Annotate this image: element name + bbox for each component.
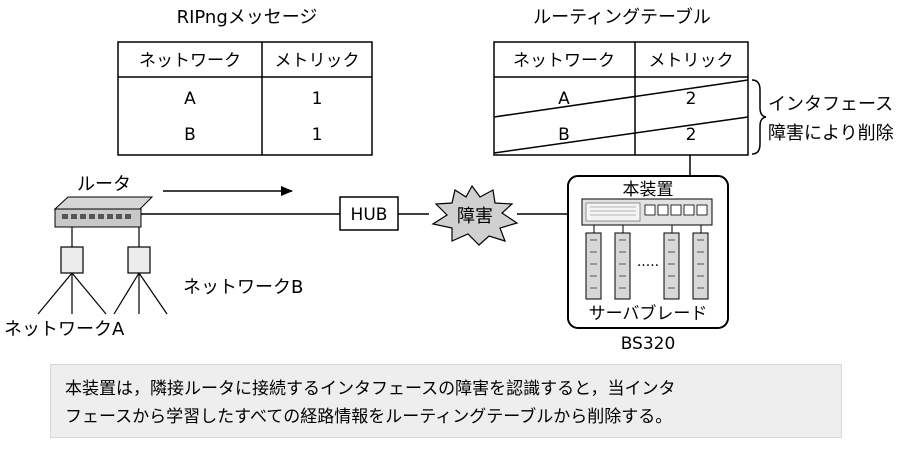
routing-row-a-network: A <box>558 89 570 109</box>
router-label: ルータ <box>77 174 131 195</box>
ripng-row-b-metric: 1 <box>312 125 323 145</box>
deletion-note-line1: インタフェース <box>768 94 893 115</box>
network-diagram: RIPngメッセージ ネットワーク メトリック A 1 B 1 ルーティングテー… <box>4 6 894 354</box>
server-blade <box>663 232 680 300</box>
router: ルータ <box>53 174 154 228</box>
explanation-line1: 本装置は，隣接ルータに接続するインタフェースの障害を認識すると，当インタ <box>65 379 676 399</box>
ripng-table-title: RIPngメッセージ <box>177 7 318 28</box>
explanation-box: 本装置は，隣接ルータに接続するインタフェースの障害を認識すると，当インタ フェー… <box>50 364 842 438</box>
routing-row-b-metric: 2 <box>686 125 697 145</box>
hub-label: HUB <box>351 205 388 225</box>
routing-header-metric: メトリック <box>649 51 734 71</box>
explanation-line2: フェースから学習したすべての経路情報をルーティングテーブルから削除する。 <box>65 407 673 427</box>
failure-label: 障害 <box>457 206 493 227</box>
routing-table: ルーティングテーブル ネットワーク メトリック A 2 B 2 インタフェース … <box>493 6 894 156</box>
ripng-row-b-network: B <box>184 125 196 145</box>
deletion-note-line2: 障害により削除 <box>768 123 894 144</box>
routing-row-a-strike <box>493 79 749 118</box>
routing-row-b-network: B <box>558 125 570 145</box>
ripng-header-network: ネットワーク <box>139 51 241 71</box>
ripng-row-a-network: A <box>184 89 196 109</box>
device-chassis: 本装置 . <box>567 175 729 329</box>
routing-row-a-metric: 2 <box>686 89 697 109</box>
network-a-label: ネットワークA <box>4 319 125 340</box>
blade-ellipsis: ..... <box>637 254 659 270</box>
network-b: ネットワークB <box>113 246 303 315</box>
device-model-label: BS320 <box>621 334 676 354</box>
routing-header-network: ネットワーク <box>513 51 615 71</box>
ripng-message-table: RIPngメッセージ ネットワーク メトリック A 1 B 1 <box>117 7 373 156</box>
network-b-label: ネットワークB <box>183 277 303 298</box>
ripng-row-a-metric: 1 <box>312 89 323 109</box>
failure-burst: 障害 <box>431 184 519 246</box>
hub: HUB <box>339 196 399 231</box>
routing-row-b-strike <box>493 116 749 154</box>
ripng-header-metric: メトリック <box>275 51 360 71</box>
device-label: 本装置 <box>623 180 674 200</box>
deleted-rows-brace <box>751 79 767 155</box>
routing-table-title: ルーティングテーブル <box>533 6 711 28</box>
server-blade <box>585 232 602 300</box>
server-blade-label: サーバブレード <box>589 303 708 324</box>
network-a: ネットワークA <box>4 246 125 340</box>
server-blade <box>614 232 631 300</box>
server-blade <box>692 232 709 300</box>
